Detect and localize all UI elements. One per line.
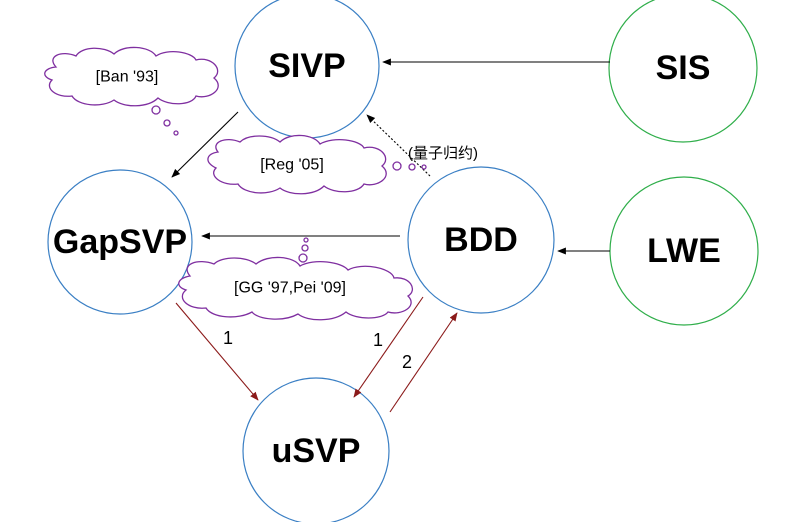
quantum-reduction-note: (量子归约) [408, 145, 478, 162]
cloud-ban93: [Ban '93] [44, 46, 219, 136]
edge-bdd-to-usvp [353, 296, 424, 398]
node-usvp-circle [242, 377, 390, 522]
edge-label-bdd-usvp: 1 [373, 330, 383, 350]
node-gapsvp-label: GapSVP [53, 223, 187, 261]
edge-label-usvp-bdd: 2 [402, 352, 412, 372]
cloud-gg97-pei09: [GG '97,Pei '09] [178, 237, 413, 321]
cloud-gg97-pei09-label: [GG '97,Pei '09] [234, 280, 346, 297]
edge-label-gapsvp-usvp: 1 [223, 328, 233, 348]
node-bdd-label: BDD [444, 221, 518, 259]
edge-bdd-to-sivp-quantum [366, 114, 431, 177]
cloud-reg05-label: [Reg '05] [260, 157, 324, 174]
cloud-ban93-label: [Ban '93] [96, 69, 159, 86]
node-sis-circle [608, 0, 758, 143]
node-lwe-label: LWE [647, 232, 721, 270]
node-gapsvp-circle [47, 169, 193, 315]
node-sivp-label: SIVP [268, 47, 345, 85]
node-usvp-label: uSVP [272, 432, 361, 470]
cloud-reg05: [Reg '05] [207, 134, 427, 195]
edge-gapsvp-to-usvp [175, 302, 259, 401]
node-bdd-circle [407, 166, 555, 314]
node-sis-label: SIS [656, 49, 711, 87]
edge-usvp-to-bdd [389, 312, 458, 413]
edge-sivp-to-gapsvp [171, 111, 239, 178]
